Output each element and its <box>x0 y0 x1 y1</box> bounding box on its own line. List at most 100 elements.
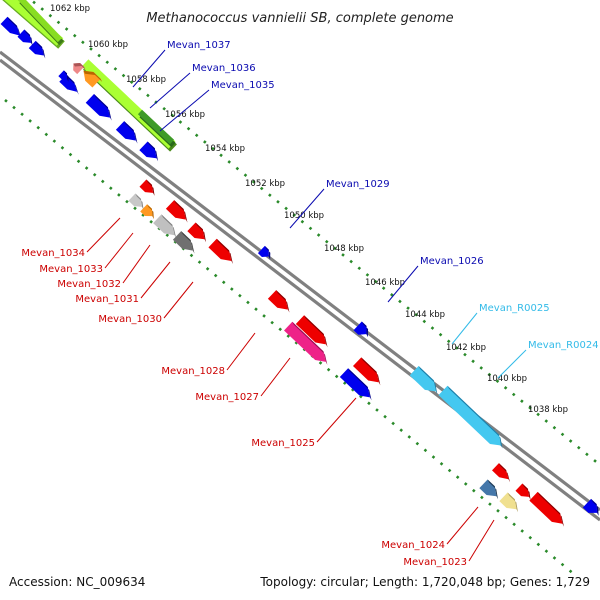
forward-cds-arrow-body <box>115 121 136 141</box>
reverse-cds-arrow-body <box>529 491 563 524</box>
forward-cds-arrow <box>17 29 33 46</box>
forward-cds-arrow-shade <box>124 121 138 144</box>
gene-label-leader <box>289 188 325 229</box>
gene-label-group: Mevan_1035 <box>159 80 275 132</box>
reverse-cds-arrow-body <box>187 222 205 240</box>
reverse-cds-arrow-shade <box>537 491 565 527</box>
forward-cds-arrow-body <box>58 70 68 80</box>
forward-cds-arrow-shade <box>35 40 46 59</box>
cds-pink-small-shade <box>73 63 86 70</box>
cds-magenta-body <box>284 321 326 362</box>
gene-label: Mevan_R0024 <box>528 340 599 351</box>
forward-cds-arrow <box>85 94 112 121</box>
cds-steel <box>479 479 499 500</box>
gene-label-group: Mevan_1033 <box>39 232 134 275</box>
forward-cds-arrow-body <box>28 40 44 56</box>
tick-label: 1054 kbp <box>205 144 245 154</box>
gene-label: Mevan_1024 <box>381 540 445 551</box>
forward-cds-arrow-body <box>0 16 20 36</box>
gene-label-leader <box>497 349 527 379</box>
cds-khaki-shade <box>507 492 519 513</box>
cds-grey-dark-body <box>172 231 193 251</box>
summary-text: Topology: circular; Length: 1,720,048 bp… <box>259 575 590 589</box>
gene-label-leader <box>132 49 166 88</box>
cds-grey-mid <box>153 214 177 239</box>
rna-arrow-shade <box>447 385 503 449</box>
reverse-cds-arrow <box>187 222 207 243</box>
tick-label: 1044 kbp <box>405 310 445 320</box>
reverse-cds-arrow-body <box>208 238 232 261</box>
gene-label: Mevan_1031 <box>75 294 139 305</box>
forward-cds-arrow-shade <box>591 498 599 516</box>
forward-cds-arrow <box>28 40 46 59</box>
gene-label-group: Mevan_1024 <box>381 506 479 551</box>
reverse-cds-arrow-body <box>352 357 379 383</box>
cds-green-3-body <box>17 0 63 43</box>
gene-label: Mevan_1030 <box>98 314 162 325</box>
cds-grey-dark <box>172 231 195 254</box>
gene-label-group: Mevan_1034 <box>21 217 121 259</box>
reverse-cds-arrow-shade <box>146 179 155 196</box>
gene-label: Mevan_1029 <box>326 179 390 190</box>
forward-cds-arrow <box>353 321 369 338</box>
gene-label-leader <box>149 72 191 109</box>
forward-cds-arrow-body <box>339 368 371 398</box>
reverse-cds-arrow-body <box>515 483 530 497</box>
reverse-cds-arrow-body <box>165 200 186 220</box>
gc-dotted-line <box>4 99 576 576</box>
reverse-cds-arrow-body <box>492 463 509 480</box>
forward-cds-arrow <box>582 498 599 516</box>
forward-cds-arrow-shade <box>7 16 22 39</box>
reverse-cds-arrow-body <box>139 179 154 193</box>
map-title: Methanococcus vannielii SB, complete gen… <box>146 11 453 26</box>
gene-label-group: Mevan_1029 <box>289 179 390 229</box>
gene-label-leader <box>163 281 194 319</box>
gene-label: Mevan_1026 <box>420 256 484 267</box>
gene-label: Mevan_1032 <box>57 279 121 290</box>
gene-label-group: Mevan_1028 <box>161 332 256 377</box>
reverse-cds-arrow-shade <box>498 463 511 483</box>
gene-label-leader <box>226 332 256 371</box>
cds-grey-mid-shade <box>161 214 177 239</box>
gene-label-leader <box>468 519 495 562</box>
tick-label: 1060 kbp <box>88 40 128 50</box>
tick-label: 1058 kbp <box>126 75 166 85</box>
reverse-cds-arrow-body <box>295 315 327 345</box>
gene-label-leader <box>387 265 419 303</box>
cds-steel-shade <box>487 479 499 500</box>
gene-label-leader <box>260 357 291 397</box>
cds-pink-small <box>73 63 86 75</box>
rna-arrow-body <box>409 365 436 392</box>
reverse-cds-arrow-shade <box>522 483 531 500</box>
tick-label: 1046 kbp <box>365 278 405 288</box>
reverse-cds-arrow <box>352 357 381 386</box>
gene-label-leader <box>104 232 134 269</box>
gene-label-leader <box>159 89 210 132</box>
forward-cds-arrow <box>115 121 138 144</box>
forward-cds-arrow <box>257 245 271 260</box>
gene-label: Mevan_1033 <box>39 264 103 275</box>
backbone-outer-line <box>0 50 600 512</box>
feature-track <box>0 0 599 527</box>
reverse-cds-arrow <box>529 491 565 527</box>
reverse-cds-arrow <box>267 290 290 313</box>
gene-label: Mevan_R0025 <box>479 303 550 314</box>
gene-label-leader <box>122 244 151 284</box>
tick-label: 1042 kbp <box>446 343 486 353</box>
reverse-cds-arrow-shade <box>174 200 188 223</box>
accession-text: Accession: NC_009634 <box>9 575 145 589</box>
rna-arrow <box>409 365 438 395</box>
cds-grey-mid-body <box>153 214 175 236</box>
cds-grey-dark-shade <box>181 231 195 254</box>
cds-green-3 <box>17 0 64 46</box>
tick-label: 1052 kbp <box>245 179 285 189</box>
forward-cds-arrow <box>339 368 372 401</box>
gene-label-group: Mevan_1031 <box>75 261 171 305</box>
tick-label: 1050 kbp <box>284 211 324 221</box>
reverse-cds-arrow <box>515 483 531 500</box>
forward-cds-arrow-body <box>353 321 367 335</box>
reverse-cds-arrow-shade <box>361 357 381 386</box>
backbone-inner-line <box>0 58 600 522</box>
